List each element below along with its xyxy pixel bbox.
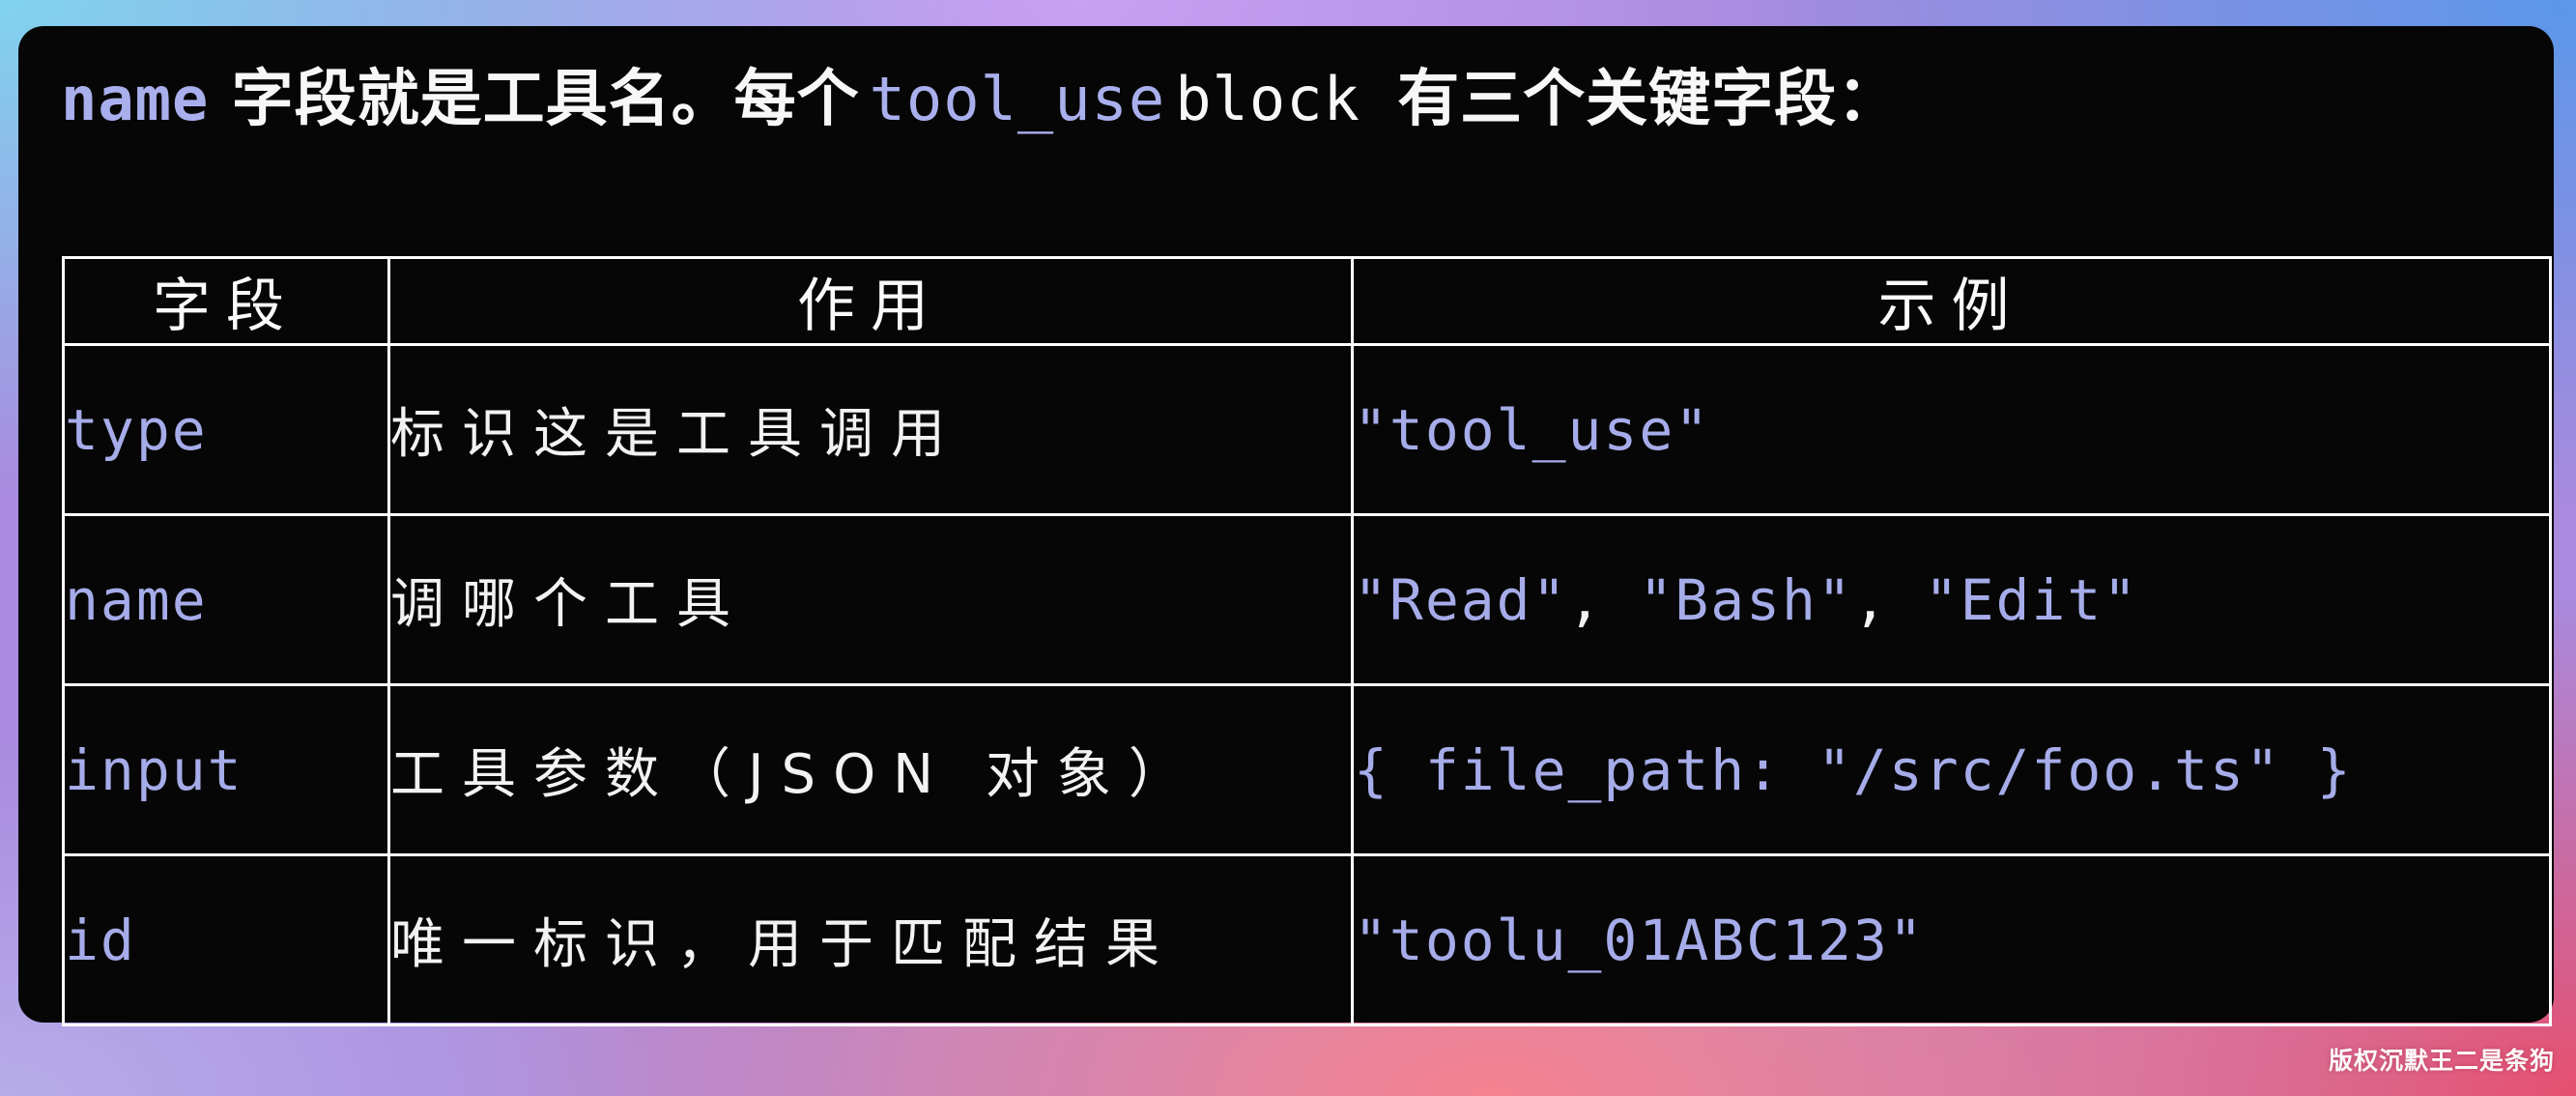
title-code-block: block <box>1175 64 1398 134</box>
example-code: "Edit" <box>1924 566 2139 633</box>
example-code: { file_path: "/src/foo.ts" } <box>1354 736 2353 803</box>
example-code: "Bash" <box>1639 566 1853 633</box>
purpose-cell: 标识这是工具调用 <box>387 343 1354 516</box>
title-code-name: name <box>61 64 210 134</box>
col-header-example: 示例 <box>1351 256 2552 346</box>
title-code-tool-use: tool_use <box>869 64 1166 134</box>
example-code: "tool_use" <box>1354 396 1711 463</box>
title-text-lead: 字段就是工具名。每个 <box>209 64 860 135</box>
table-row-type: type 标识这是工具调用 "tool_use" <box>62 343 2552 516</box>
table-row-id: id 唯一标识，用于匹配结果 "toolu_01ABC123" <box>62 853 2552 1026</box>
purpose-cell: 工具参数（JSON 对象） <box>387 683 1354 856</box>
field-name-cell: name <box>62 513 390 686</box>
table-row-input: input 工具参数（JSON 对象） { file_path: "/src/f… <box>62 683 2552 856</box>
example-cell: { file_path: "/src/foo.ts" } <box>1351 683 2552 856</box>
example-separator: , <box>1852 566 1925 633</box>
col-header-field: 字段 <box>62 256 390 346</box>
fields-table: 字段 作用 示例 type 标识这是工具调用 "tool_use" name 调… <box>62 256 2552 1026</box>
example-code: "toolu_01ABC123" <box>1354 907 1925 973</box>
field-name-cell: id <box>62 853 390 1026</box>
table-row-name: name 调哪个工具 "Read", "Bash", "Edit" <box>62 513 2552 686</box>
example-cell: "toolu_01ABC123" <box>1351 853 2552 1026</box>
purpose-cell: 唯一标识，用于匹配结果 <box>387 853 1354 1026</box>
example-separator: , <box>1567 566 1640 633</box>
title-text-trail: 有三个关键字段： <box>1397 64 1901 135</box>
field-name-cell: input <box>62 683 390 856</box>
example-cell: "tool_use" <box>1351 343 2552 516</box>
col-header-purpose: 作用 <box>387 256 1354 346</box>
field-name-cell: type <box>62 343 390 516</box>
table-header-row: 字段 作用 示例 <box>62 256 2552 346</box>
example-code: "Read" <box>1354 566 1568 633</box>
purpose-cell: 调哪个工具 <box>387 513 1354 686</box>
watermark: 版权沉默王二是条狗 <box>2328 1047 2555 1075</box>
example-cell: "Read", "Bash", "Edit" <box>1351 513 2552 686</box>
